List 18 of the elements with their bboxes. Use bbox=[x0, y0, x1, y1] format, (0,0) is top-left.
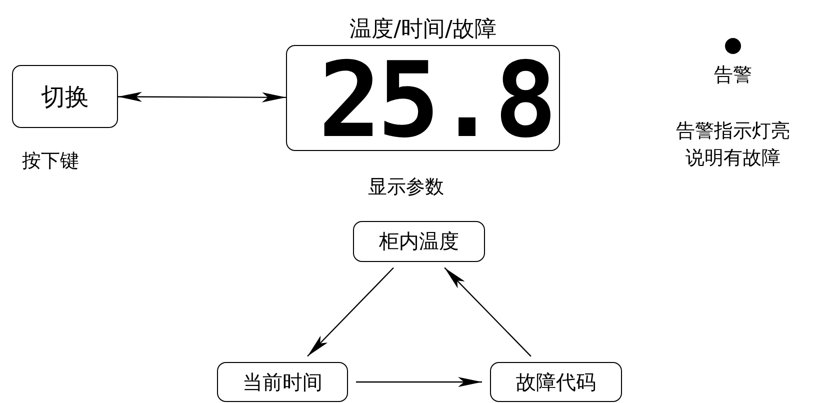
arrow bbox=[118, 92, 286, 102]
arrow bbox=[356, 377, 482, 387]
box-label: 当前时间 bbox=[242, 368, 322, 396]
display-heading: 温度/时间/故障 bbox=[350, 16, 496, 44]
indicator-label: 告警 bbox=[713, 63, 753, 88]
arrow bbox=[444, 267, 532, 357]
caption-text: 按下键 bbox=[22, 149, 79, 174]
state-box bbox=[490, 362, 622, 402]
box-label: 故障代码 bbox=[516, 368, 596, 396]
caption-text: 显示参数 bbox=[368, 175, 444, 200]
arrow bbox=[307, 267, 394, 357]
switch-button-box bbox=[12, 65, 118, 128]
box-label: 柜内温度 bbox=[379, 228, 459, 255]
box-label: 切换 bbox=[41, 82, 89, 112]
display-digits: 25.8 bbox=[318, 48, 553, 152]
note-text: 告警指示灯亮说明有故障 bbox=[675, 119, 791, 171]
state-box bbox=[217, 362, 348, 402]
state-box bbox=[353, 221, 485, 262]
